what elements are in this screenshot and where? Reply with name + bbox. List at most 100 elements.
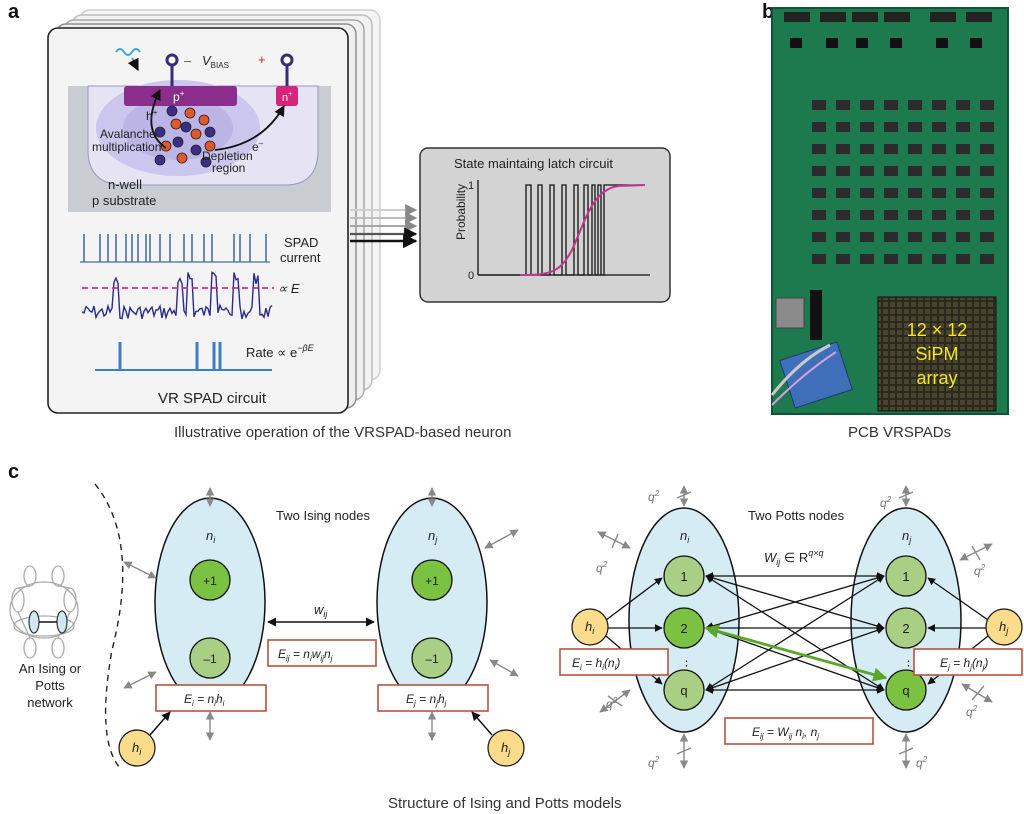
- svg-text:array: array: [916, 368, 957, 388]
- svg-text:q: q: [902, 683, 909, 698]
- pcb-chip: [836, 210, 850, 220]
- field-h-j: [487, 729, 525, 767]
- photon-icon: [115, 48, 141, 56]
- svg-text:q2: q2: [596, 560, 608, 575]
- pcb-chip: [908, 166, 922, 176]
- pcb-chip: [932, 210, 946, 220]
- potts-state-1-i: [663, 555, 705, 597]
- pcb-chip: [884, 254, 898, 264]
- svg-text:Ei = nihi: Ei = nihi: [184, 692, 225, 708]
- latch-state-trace: [478, 184, 645, 276]
- svg-text:+1: +1: [425, 574, 439, 588]
- pcb-chip: [956, 232, 970, 242]
- svg-text:hj: hj: [999, 619, 1009, 636]
- pcb-chip: [812, 144, 826, 154]
- probability-sigmoid-curve: [519, 184, 646, 276]
- svg-text:ni: ni: [680, 528, 690, 545]
- potts-coupling-energy-box: [724, 717, 874, 745]
- svg-text:q2: q2: [966, 704, 978, 719]
- pcb-chip: [836, 188, 850, 198]
- pcb-chip: [884, 166, 898, 176]
- svg-text:Wij ∈ Rq×q: Wij ∈ Rq×q: [764, 548, 824, 567]
- potts-external-couplings: [597, 485, 993, 769]
- ising-state-minus-j: [411, 637, 453, 679]
- pcb-chip: [836, 232, 850, 242]
- bias-terminal-plus: [280, 53, 294, 67]
- panel-c: c An Ising or Potts network Two Ising no…: [8, 461, 1023, 812]
- spad-current-pulses: [83, 234, 267, 262]
- ising-external-couplings: [123, 487, 519, 741]
- svg-text:Ei = hi(ni): Ei = hi(ni): [572, 656, 620, 672]
- svg-text:Ej = njhj: Ej = njhj: [406, 692, 447, 708]
- pcb-chip: [908, 100, 922, 110]
- panel-b-caption: PCB VRSPADs: [848, 424, 951, 441]
- svg-text:q2: q2: [606, 696, 618, 711]
- svg-text:e–: e–: [252, 139, 264, 154]
- svg-text:SPAD: SPAD: [284, 235, 318, 250]
- svg-text:+: +: [258, 52, 266, 67]
- pcb-chip-grid: [812, 100, 994, 264]
- panel-c-caption: Structure of Ising and Potts models: [388, 795, 621, 812]
- pcb-chip: [980, 188, 994, 198]
- svg-text:q2: q2: [916, 755, 928, 770]
- pcb-chip: [860, 100, 874, 110]
- svg-text:q2: q2: [974, 563, 986, 578]
- svg-text:An Ising or: An Ising or: [19, 661, 82, 676]
- network-bracket: [94, 483, 124, 769]
- header-pins: [784, 12, 992, 48]
- svg-text:VBIAS: VBIAS: [202, 53, 229, 70]
- svg-text:–: –: [184, 53, 192, 68]
- electron-path-arrow: [214, 105, 285, 151]
- breakout-board: [779, 341, 853, 409]
- pcb-chip: [836, 166, 850, 176]
- pcb-chip: [884, 100, 898, 110]
- svg-text:q2: q2: [880, 495, 892, 510]
- ising-state-minus-i: [189, 637, 231, 679]
- panel-a-caption: Illustrative operation of the VRSPAD-bas…: [174, 424, 511, 441]
- pcb-chip: [932, 254, 946, 264]
- ising-network-icon: [9, 565, 79, 659]
- svg-text:Ej = hj(nj): Ej = hj(nj): [940, 656, 988, 672]
- pcb-chip: [980, 144, 994, 154]
- potts-title: Two Potts nodes: [748, 508, 845, 523]
- pcb-chip: [932, 122, 946, 132]
- pcb-chip: [884, 188, 898, 198]
- potts-field-h-j: [985, 608, 1023, 646]
- svg-text:q: q: [680, 683, 687, 698]
- noise-voltage-trace: [81, 271, 273, 320]
- pcb-chip: [932, 232, 946, 242]
- pcb-chip: [932, 166, 946, 176]
- pcb-chip: [908, 210, 922, 220]
- svg-text:–1: –1: [425, 652, 439, 666]
- panel-b: b 12 × 12 SiPM array PCB VRSPA: [762, 1, 1009, 441]
- potts-field-energy-box-j: [913, 648, 1023, 676]
- pcb-chip: [812, 166, 826, 176]
- svg-text:hi: hi: [585, 619, 595, 636]
- svg-text:Avalanche: Avalanche: [100, 127, 156, 141]
- svg-text:⋮: ⋮: [902, 658, 915, 673]
- svg-text:ni: ni: [206, 528, 216, 545]
- pcb-chip: [956, 210, 970, 220]
- svg-text:Potts: Potts: [35, 678, 65, 693]
- pcb-chip: [836, 100, 850, 110]
- potts-state-q-j: [885, 669, 927, 711]
- pcb-chip: [956, 166, 970, 176]
- svg-text:Rate ∝ e−βE: Rate ∝ e−βE: [246, 343, 315, 360]
- hole-path-arrow: [150, 89, 167, 149]
- svg-text:nj: nj: [902, 528, 912, 545]
- svg-text:12 × 12: 12 × 12: [907, 320, 968, 340]
- pcb-chip: [836, 144, 850, 154]
- pcb-chip: [956, 122, 970, 132]
- svg-text:Depletion: Depletion: [202, 149, 253, 163]
- pcb-chip: [860, 166, 874, 176]
- ising-coupling-energy-box: [267, 639, 377, 667]
- svg-text:+1: +1: [203, 574, 217, 588]
- pcb-chip: [884, 122, 898, 132]
- svg-text:n+: n+: [282, 91, 292, 104]
- pcb-chip: [980, 100, 994, 110]
- potts-state-1-j: [885, 555, 927, 597]
- pcb-chip: [956, 100, 970, 110]
- panel-a-letter: a: [8, 1, 20, 23]
- pcb-chip: [860, 254, 874, 264]
- pcb-chip: [836, 254, 850, 264]
